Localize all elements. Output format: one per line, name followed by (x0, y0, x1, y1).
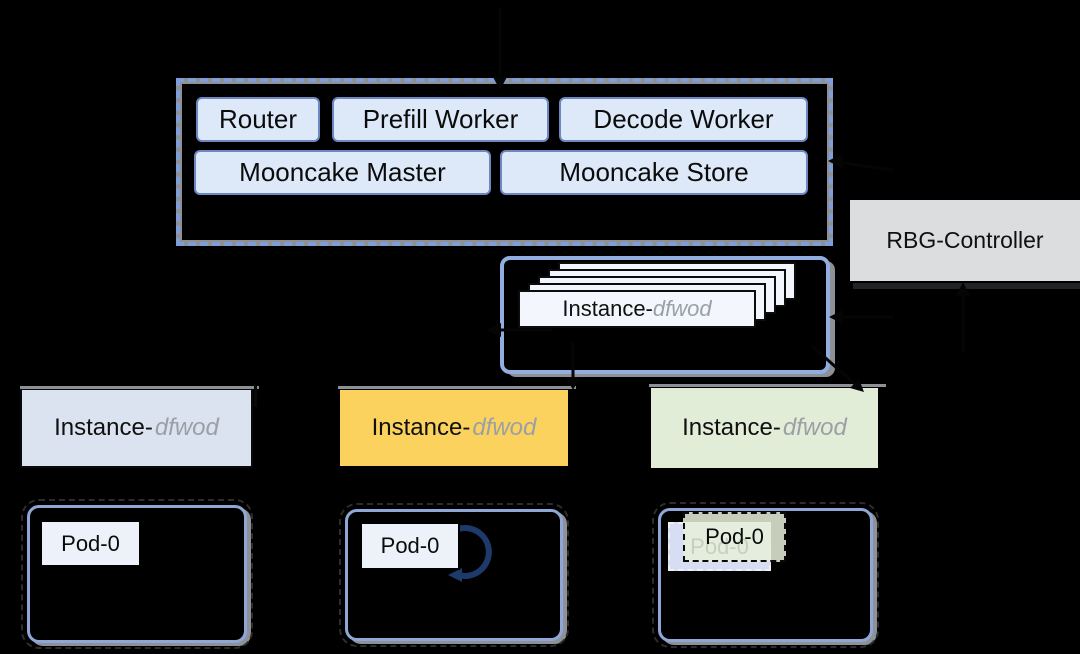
component-decode-worker: Decode Worker (559, 97, 808, 142)
component-prefill-worker: Prefill Worker (332, 97, 549, 142)
pod-middle-label: Pod-0 (380, 533, 440, 558)
instance-blue-name-prefix: Instance- (54, 414, 153, 441)
arrowhead-left-icon (487, 323, 501, 337)
rbg-controller-box: RBG-Controller (850, 200, 1080, 289)
instance-green-name-prefix: Instance- (682, 414, 781, 441)
pod-right-front-label: Pod-0 (705, 524, 764, 549)
instance-box-yellow: Instance- dfwod (338, 386, 576, 468)
arrowhead-left-icon (829, 310, 843, 324)
component-mooncake-master: Mooncake Master (194, 150, 491, 195)
restart-arc-icon (448, 525, 492, 582)
instance-card-front: Instance-dfwod (518, 290, 756, 328)
component-decode-worker-label: Decode Worker (593, 104, 774, 134)
instance-green-name-suffix: dfwod (782, 414, 847, 441)
component-mooncake-master-label: Mooncake Master (239, 157, 446, 187)
pod-box-left: Pod-0 (40, 520, 141, 567)
component-router: Router (196, 97, 320, 142)
component-mooncake-store-label: Mooncake Store (559, 157, 749, 187)
component-router-label: Router (218, 104, 298, 134)
instance-box-green: Instance- dfwod (649, 384, 886, 468)
component-mooncake-store: Mooncake Store (500, 150, 808, 195)
instance-yellow-name-prefix: Instance- (371, 414, 471, 441)
instance-card-name-suffix: dfwod (652, 296, 712, 321)
instance-box-blue: Instance- dfwod (20, 385, 259, 468)
component-prefill-worker-label: Prefill Worker (362, 104, 519, 134)
instance-blue-name-suffix: dfwod (154, 414, 219, 441)
rbg-controller-label: RBG-Controller (886, 227, 1044, 253)
pod-box-middle: Pod-0 (360, 522, 460, 570)
pod-box-right-front: Pod-0 (683, 512, 786, 562)
instance-card-name-prefix: Instance- (562, 296, 653, 321)
top-group-container: Router Prefill Worker Decode Worker Moon… (176, 78, 833, 246)
pod-left-label: Pod-0 (61, 530, 120, 556)
arrow-controller-to-top-group (835, 160, 894, 172)
instance-yellow-name-suffix: dfwod (472, 414, 537, 441)
